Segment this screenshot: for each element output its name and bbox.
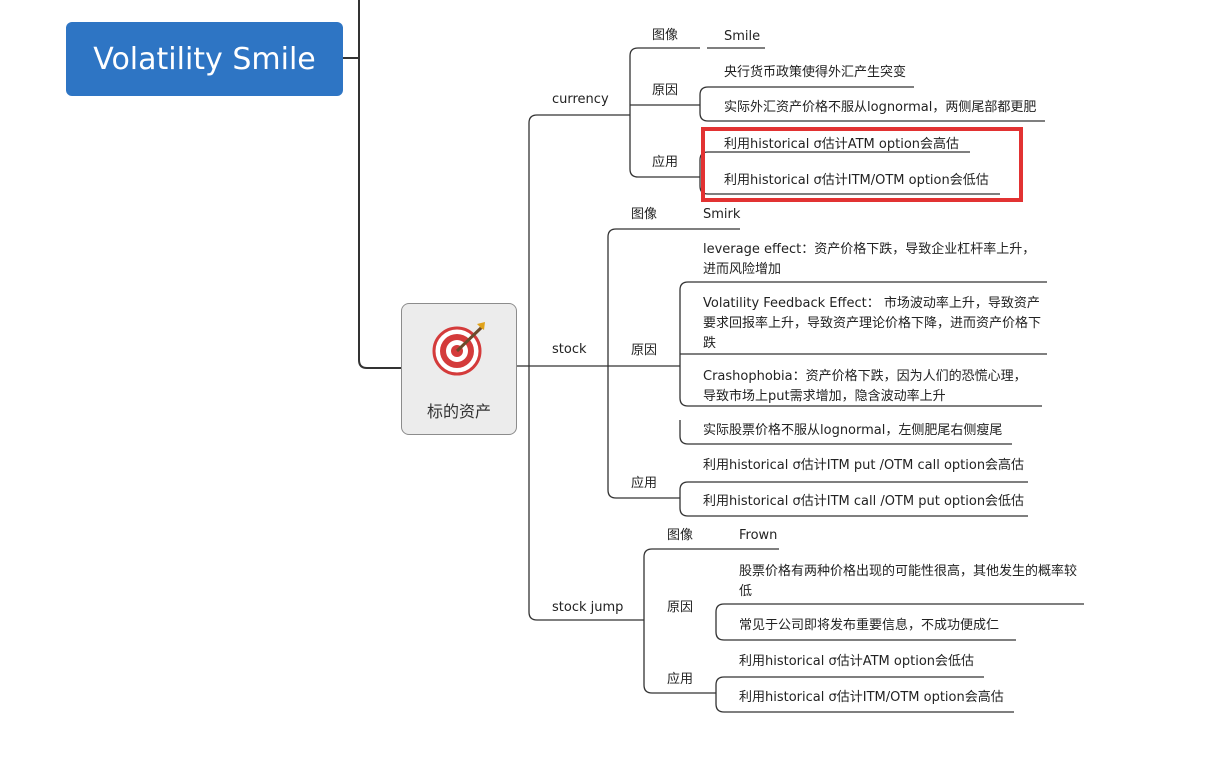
currency-app-2[interactable]: 利用historical σ估计ITM/OTM option会低估: [724, 173, 989, 188]
currency-app-label[interactable]: 应用: [652, 155, 679, 170]
central-title[interactable]: Volatility Smile: [66, 22, 343, 96]
stock-reason-2[interactable]: Volatility Feedback Effect： 市场波动率上升，导致资产…: [703, 296, 1042, 351]
stock-jump-reason-2[interactable]: 常见于公司即将发布重要信息，不成功便成仁: [739, 618, 1000, 633]
stock-jump-reason-1[interactable]: 股票价格有两种价格出现的可能性很高，其他发生的概率较低: [739, 564, 1078, 599]
center-node-label: 标的资产: [426, 402, 491, 421]
stock-image-value[interactable]: Smirk: [703, 207, 741, 222]
stock-reason-1[interactable]: leverage effect：资产价格下跌，导致企业杠杆率上升，进而风险增加: [703, 242, 1036, 277]
currency-reason-label[interactable]: 原因: [652, 83, 679, 98]
stock-jump-app-1[interactable]: 利用historical σ估计ATM option会低估: [739, 654, 975, 669]
stock-image-label[interactable]: 图像: [631, 207, 658, 222]
currency-image-value[interactable]: Smile: [724, 29, 761, 44]
target-icon: [432, 322, 485, 376]
branch-currency[interactable]: currency: [552, 92, 609, 107]
center-node[interactable]: 标的资产: [401, 303, 517, 435]
stock-app-label[interactable]: 应用: [631, 476, 658, 491]
stock-reason-label[interactable]: 原因: [631, 343, 658, 358]
stock-jump-image-value[interactable]: Frown: [739, 528, 778, 543]
stock-jump-app-label[interactable]: 应用: [667, 672, 694, 687]
highlight-box: [701, 127, 1023, 202]
branch-stock[interactable]: stock: [552, 342, 587, 357]
branch-stock-jump[interactable]: stock jump: [552, 600, 624, 615]
stock-jump-app-2[interactable]: 利用historical σ估计ITM/OTM option会高估: [739, 690, 1004, 705]
stock-reason-3[interactable]: Crashophobia：资产价格下跌，因为人们的恐慌心理，导致市场上put需求…: [703, 369, 1027, 404]
stock-jump-reason-label[interactable]: 原因: [667, 600, 694, 615]
stock-app-1[interactable]: 利用historical σ估计ITM put /OTM call option…: [703, 458, 1025, 473]
stock-reason-4[interactable]: 实际股票价格不服从lognormal，左侧肥尾右侧瘦尾: [703, 423, 1003, 438]
currency-image-label[interactable]: 图像: [652, 28, 679, 43]
currency-app-1[interactable]: 利用historical σ估计ATM option会高估: [724, 137, 960, 152]
stock-app-2[interactable]: 利用historical σ估计ITM call /OTM put option…: [703, 494, 1025, 509]
stock-jump-image-label[interactable]: 图像: [667, 528, 694, 543]
currency-reason-2[interactable]: 实际外汇资产价格不服从lognormal，两侧尾部都更肥: [724, 100, 1037, 115]
currency-reason-1[interactable]: 央行货币政策使得外汇产生突变: [724, 65, 907, 80]
